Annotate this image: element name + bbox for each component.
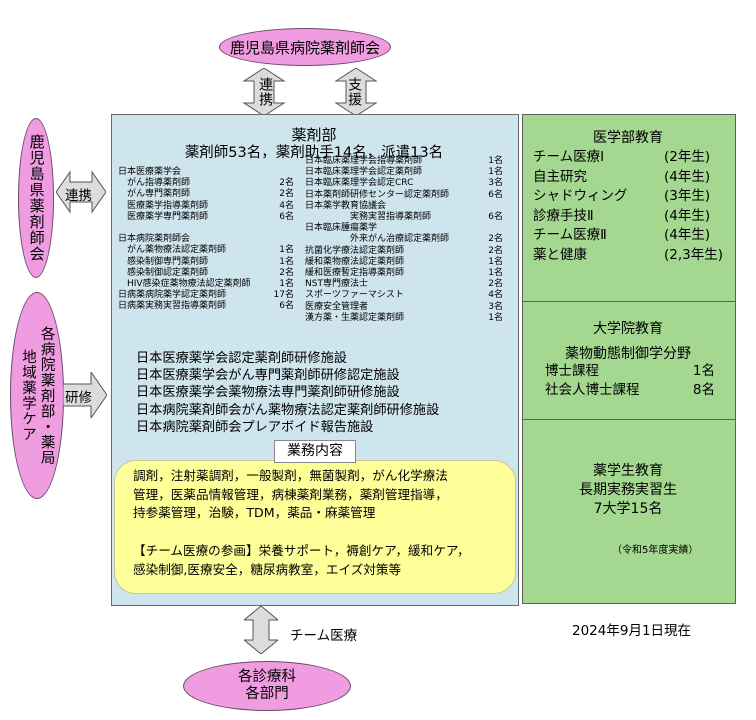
facility-item: 日本医療薬学会がん専門薬剤師研修認定施設 <box>136 368 400 384</box>
med-edu-item: シャドウィング(3年生) <box>533 188 711 205</box>
duties-line: 持参薬管理，治験，TDM，薬品・麻薬管理 <box>133 505 376 520</box>
student-edu-title: 薬学生教育 <box>593 463 663 479</box>
team-line: 感染制御,医療安全，糖尿病教室，エイズ対策等 <box>133 561 402 577</box>
team-line: 【チーム医療の参画】栄養サポート，褥創ケア，緩和ケア， <box>133 543 470 558</box>
left-bottom-arrow <box>63 372 107 418</box>
arrow-label-kenshu: 研修 <box>65 390 92 406</box>
double-arrow-icon <box>244 606 278 654</box>
kagoshima-hospital-pharmacist-association: 鹿児島県病院薬剤師会 <box>219 28 391 66</box>
cert-row: 日本臨床腫瘍薬学 <box>305 223 378 234</box>
top-arrows <box>242 68 378 116</box>
facility-item: 日本病院薬剤師会プレアボイド報告施設 <box>136 419 374 435</box>
student-edu-line: 7大学15名 <box>593 501 663 517</box>
duties-label: 業務内容 <box>274 440 356 463</box>
divider <box>523 419 735 420</box>
med-edu-title: 医学部教育 <box>593 130 663 146</box>
bottom-ellipse-line: 各診療科 <box>238 669 296 685</box>
arrow-label-renkei: 連携 <box>257 77 274 107</box>
cert-spacer <box>118 223 294 234</box>
double-arrow-icon <box>56 170 106 214</box>
cert-row: 日本薬学教育協議会 <box>305 200 387 211</box>
kagoshima-pharmacist-association: 鹿児島県薬剤師会 <box>18 118 54 278</box>
grad-edu-subtitle: 薬物動態制御学分野 <box>565 346 691 362</box>
education-box <box>522 114 736 604</box>
duties-box <box>114 460 516 594</box>
top-ellipse-label: 鹿児島県病院薬剤師会 <box>229 38 380 57</box>
facility-item: 日本医療薬学会認定薬剤師研修施設 <box>136 351 347 366</box>
duties-text: 調剤，注射薬調剤，一般製剤，無菌製剤，がん化学療法 管理，医薬品情報管理，病棟薬… <box>133 467 513 523</box>
cert-row: 日本病院薬剤師会 <box>118 234 191 245</box>
med-edu-item: チーム医療Ⅱ(4年生) <box>533 227 711 244</box>
arrow-label-renkei-left: 連携 <box>65 188 92 204</box>
staff-count: 薬剤師53名，薬剤助手14名，派遣13名 <box>184 145 444 161</box>
bottom-ellipse-line: 各部門 <box>245 686 289 702</box>
double-arrow-icon <box>242 68 286 116</box>
double-arrow-icon <box>334 68 378 116</box>
left-bottom-col1: 各病院薬剤部・薬局 <box>38 325 55 466</box>
student-edu-block: 薬学生教育 長期実務実習生 7大学15名 <box>522 462 734 519</box>
hospital-pharmacies-community-care: 各病院薬剤部・薬局 地域薬学ケア <box>10 292 64 499</box>
bottom-arrow <box>244 606 278 654</box>
med-edu-item: 診療手技Ⅱ(4年生) <box>533 207 711 224</box>
med-edu-item: 薬と健康(2,3年生) <box>533 246 724 263</box>
student-edu-note: （令和5年度実績） <box>612 545 699 556</box>
divider <box>523 301 735 302</box>
training-facilities: 日本医療薬学会認定薬剤師研修施設 日本医療薬学会がん専門薬剤師研修認定施設 日本… <box>136 350 512 436</box>
right-arrow-icon <box>63 372 107 418</box>
department-title: 薬剤部 <box>291 126 337 144</box>
left-bottom-col2: 地域薬学ケア <box>20 349 36 442</box>
cert-row: 日本医療薬学会 <box>118 167 182 177</box>
facility-item: 日本医療薬学会薬物療法専門薬剤師研修施設 <box>136 385 400 401</box>
clinical-departments: 各診療科 各部門 <box>183 661 351 711</box>
duties-line: 調剤，注射薬調剤，一般製剤，無菌製剤，がん化学療法 <box>133 468 448 483</box>
left-top-arrow <box>56 170 106 214</box>
student-edu-line: 長期実務実習生 <box>579 482 677 498</box>
left-top-ellipse-label: 鹿児島県薬剤師会 <box>27 134 46 262</box>
duties-line: 管理，医薬品情報管理，病棟薬剤業務，薬剤管理指導， <box>133 486 448 502</box>
med-edu-item: チーム医療Ⅰ(2年生) <box>533 149 711 165</box>
arrow-label-shien: 支援 <box>346 77 363 107</box>
med-edu-item: 自主研究(4年生) <box>533 168 711 185</box>
team-medicine-text: 【チーム医療の参画】栄養サポート，褥創ケア，緩和ケア， 感染制御,医療安全，糖尿… <box>133 542 513 579</box>
grad-edu-title: 大学院教育 <box>593 321 663 337</box>
facility-item: 日本病院薬剤師会がん薬物療法認定薬剤師研修施設 <box>136 402 440 418</box>
med-edu-list: チーム医療Ⅰ(2年生) 自主研究(4年生) シャドウィング(3年生) 診療手技Ⅱ… <box>533 148 733 266</box>
as-of-date: 2024年9月1日現在 <box>572 623 692 639</box>
arrow-label-team-medicine: チーム医療 <box>290 628 358 644</box>
